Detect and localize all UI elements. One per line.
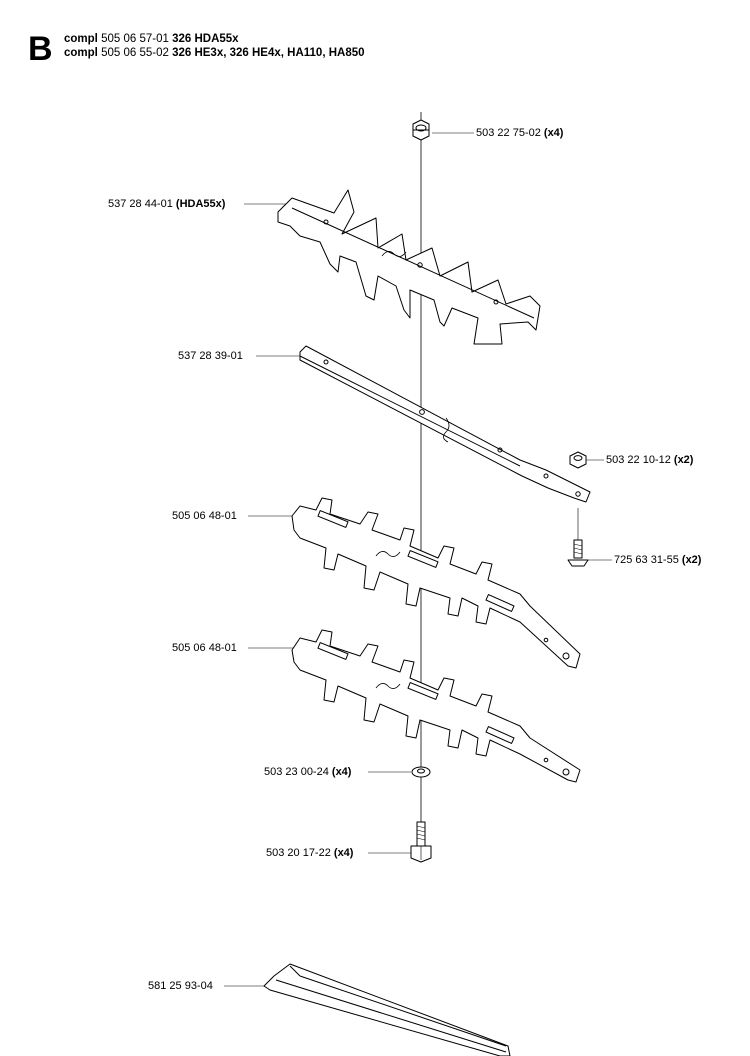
part-label: 503 22 75-02 (x4) bbox=[476, 127, 564, 139]
bolt bbox=[410, 821, 432, 863]
leader-lines bbox=[224, 132, 612, 987]
part-label: 503 23 00-24 (x4) bbox=[264, 766, 352, 778]
upper-cutter-blade bbox=[277, 189, 541, 345]
header-prefix: compl bbox=[64, 47, 98, 59]
top-nut bbox=[412, 119, 430, 141]
part-label: 503 22 10-12 (x2) bbox=[606, 454, 694, 466]
part-label: 537 28 39-01 bbox=[178, 350, 243, 362]
header-line-1: compl 505 06 57-01 326 HDA55x bbox=[64, 32, 239, 46]
part-label: 505 06 48-01 bbox=[172, 642, 237, 654]
middle-cutter-blade bbox=[291, 497, 581, 669]
washer bbox=[411, 766, 431, 778]
part-label: 505 06 48-01 bbox=[172, 510, 237, 522]
header-line-2: compl 505 06 55-02 326 HE3x, 326 HE4x, H… bbox=[64, 46, 365, 60]
part-label: 503 20 17-22 (x4) bbox=[266, 847, 354, 859]
header-number: 505 06 55-02 bbox=[101, 47, 169, 59]
part-label: 537 28 44-01 (HDA55x) bbox=[108, 198, 226, 210]
support-bar bbox=[299, 345, 591, 503]
blade-guard bbox=[263, 963, 511, 1056]
header-number: 505 06 57-01 bbox=[101, 33, 169, 45]
small-nut bbox=[569, 451, 587, 469]
header-models: 326 HE3x, 326 HE4x, HA110, HA850 bbox=[172, 47, 365, 59]
header-models: 326 HDA55x bbox=[172, 33, 239, 45]
header-prefix: compl bbox=[64, 33, 98, 45]
part-label: 725 63 31-55 (x2) bbox=[614, 554, 702, 566]
countersunk-screw bbox=[567, 508, 589, 567]
part-label: 581 25 93-04 bbox=[148, 980, 213, 992]
section-letter: B bbox=[28, 30, 53, 68]
lower-cutter-blade bbox=[291, 629, 581, 783]
